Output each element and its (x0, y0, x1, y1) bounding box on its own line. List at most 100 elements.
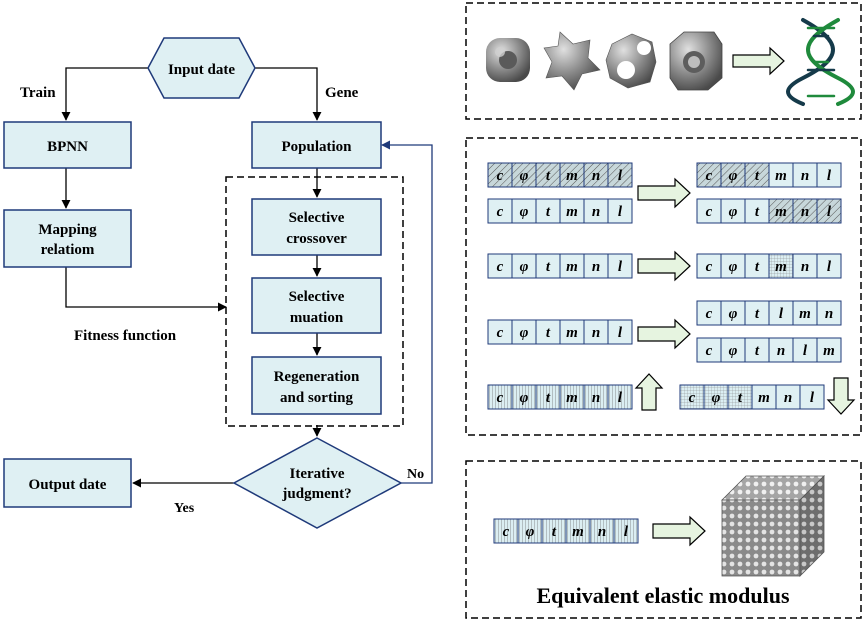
gene-label: φ (729, 259, 738, 275)
crossover-node: Selective crossover (251, 198, 382, 256)
gene-label: t (755, 204, 760, 220)
gene-cell (559, 198, 585, 224)
unit-cell-1 (486, 38, 530, 82)
arrow-to-dna (732, 46, 785, 76)
gene-label: m (566, 259, 578, 275)
panel-evaluation (465, 460, 862, 619)
gene-cell (607, 384, 633, 410)
gene-cell (511, 384, 537, 410)
svg-text:Selective: Selective (289, 210, 345, 226)
gene-cell (792, 198, 818, 224)
gene-label: t (738, 390, 743, 406)
gene-label: m (799, 306, 811, 322)
gene-cell (696, 300, 722, 326)
gene-label: l (827, 204, 832, 220)
gene-cell (559, 253, 585, 279)
gene-label: n (784, 390, 792, 406)
gene-label: n (598, 524, 606, 540)
svg-text:Input date: Input date (168, 62, 235, 78)
gene-label: t (755, 306, 760, 322)
gene-label: n (592, 325, 600, 341)
gene-cell (559, 162, 585, 188)
gene-label: φ (729, 306, 738, 322)
panel-structures (465, 2, 862, 120)
gene-label: t (755, 343, 760, 359)
gene-label: t (546, 390, 551, 406)
no-feedback-line (381, 140, 433, 484)
output-node: Output date (3, 458, 132, 508)
gene-label: c (503, 524, 510, 540)
unit-cell-4 (669, 31, 723, 91)
gene-label: m (566, 168, 578, 184)
mapping-node: Mapping relatiom (3, 209, 132, 268)
gene-cell (816, 198, 842, 224)
gene-cell (792, 337, 818, 363)
svg-text:judgment?: judgment? (281, 486, 351, 502)
gene-label: n (825, 306, 833, 322)
gene-label: l (803, 343, 808, 359)
gene-label: c (706, 343, 713, 359)
dna-icon (786, 18, 855, 106)
gene-label: n (592, 390, 600, 406)
arrow-to-lattice (652, 515, 706, 547)
gene-label: c (497, 204, 504, 220)
gene-cell (607, 253, 633, 279)
gene-label: l (618, 390, 623, 406)
gene-label: t (546, 168, 551, 184)
gene-label: c (689, 390, 696, 406)
svg-text:relatiom: relatiom (41, 242, 95, 258)
gene-cell (565, 518, 591, 544)
gene-cell (816, 300, 842, 326)
gene-cell (744, 198, 770, 224)
gene-label: m (572, 524, 584, 540)
gene-label: c (706, 306, 713, 322)
panel-genetic-ops (465, 137, 862, 436)
gene-label: l (618, 259, 623, 275)
gene-label: φ (520, 168, 529, 184)
gene-label: m (775, 204, 787, 220)
gene-cell (541, 518, 567, 544)
gene-cell (768, 337, 794, 363)
gene-cell (535, 319, 561, 345)
mutation-arrow (637, 250, 691, 282)
gene-cell (792, 162, 818, 188)
gene-cell (583, 162, 609, 188)
gene-cell (487, 198, 513, 224)
gene-cell (799, 384, 825, 410)
evaluation-caption: Equivalent elastic modulus (536, 583, 789, 608)
gene-label: c (706, 259, 713, 275)
svg-text:muation: muation (290, 310, 344, 326)
up-arrow (634, 373, 664, 411)
gene-cell (493, 518, 519, 544)
gene-label: φ (729, 343, 738, 359)
gene-cell (727, 384, 753, 410)
swap-arrow (637, 318, 691, 350)
gene-label: c (497, 390, 504, 406)
svg-text:and sorting: and sorting (280, 390, 353, 406)
down-arrow (826, 377, 856, 415)
gene-label: l (624, 524, 629, 540)
gene-label: m (566, 325, 578, 341)
gene-label: c (706, 168, 713, 184)
gene-cell (768, 198, 794, 224)
gene-cell (511, 162, 537, 188)
gene-cell (816, 253, 842, 279)
unit-cell-2 (543, 31, 601, 91)
operation-arrows (634, 177, 856, 415)
regeneration-node: Regeneration and sorting (251, 356, 382, 415)
gene-label: n (592, 259, 600, 275)
gene-cell (511, 319, 537, 345)
gene-cell (768, 300, 794, 326)
gene-cell (744, 253, 770, 279)
gene-label: φ (729, 204, 738, 220)
gene-cell (720, 300, 746, 326)
gene-cell (768, 253, 794, 279)
